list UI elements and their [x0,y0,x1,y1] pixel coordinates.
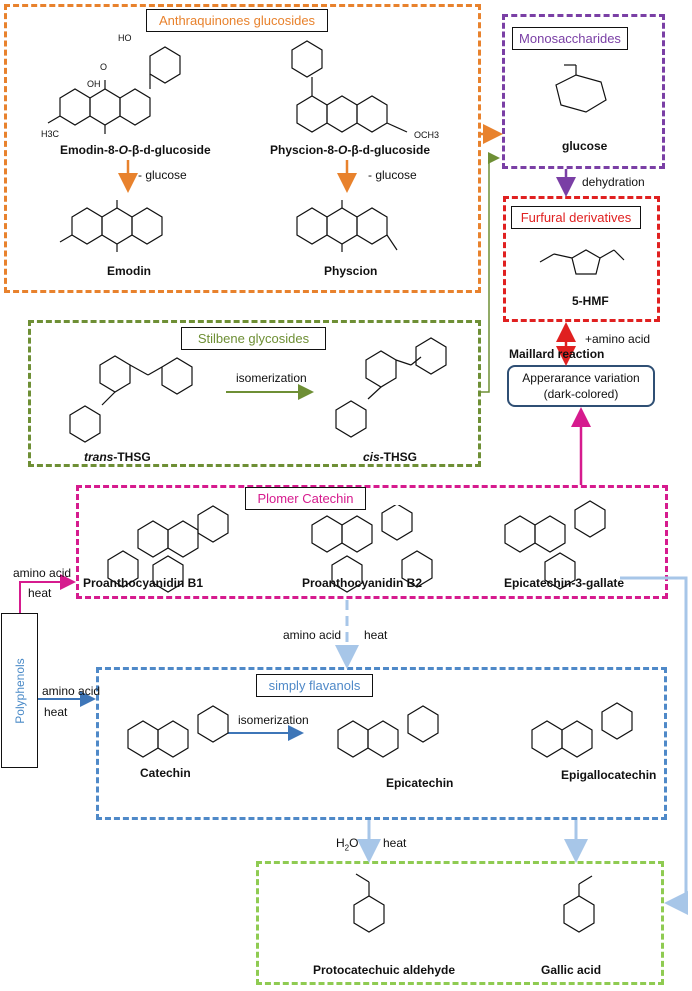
atom-h3c: H3C [41,129,60,139]
amino-acid-middle-label: amino acid [283,628,342,642]
physcion-label: Physcion [324,264,378,278]
egc-structure [531,702,633,758]
physcion-structure [296,200,398,252]
glucose-structure [555,64,607,113]
flavanols-group [96,667,667,820]
amino-acid-maillard-label: +amino acid [585,332,651,346]
flavanols-title: simply flavanols [256,674,373,697]
products-group [256,861,664,985]
protocatechuic-aldehyde-structure [353,873,385,933]
monosaccharides-title: Monosaccharides [512,27,628,50]
emodin-glucoside-label: Emodin-8-O-β-d-glucoside [60,143,211,157]
heat-plomer-label: heat [28,586,52,600]
atom-o: O [100,62,108,72]
monosaccharides-group [502,14,665,169]
trans-thsg-structure [69,355,193,443]
atom-och3: OCH3 [414,130,440,140]
minus-glucose-emodin: - glucose [138,168,187,182]
atom-oh: OH [87,79,101,89]
anthraquinones-group [4,4,481,293]
cis-thsg-label: cis-THSG [363,450,418,464]
ecg-structure [504,500,606,590]
arrow-ecg-to-gallic [620,576,688,915]
epicatechin-label: Epicatechin [386,776,454,790]
ecg-label: Epicatechin-3-gallate [504,576,625,590]
furfural-group [503,196,660,322]
water-label: H2O [336,836,359,853]
catechin-structure [127,705,229,758]
plomer-title: Plomer Catechin [245,487,366,510]
catechin-label: Catechin [140,766,191,780]
physcion-glucoside-structure [291,40,408,133]
gallic-acid-structure [563,875,595,933]
heat-flavanols-label: heat [44,705,68,719]
appearance-line-1: Apperarance variation [522,371,640,385]
anthraquinones-title: Anthraquinones glucosides [146,9,328,32]
atom-ho: HO [118,33,132,43]
isomerization-stilbene-label: isomerization [236,371,307,385]
procyanidin-b2-structure [311,505,433,593]
heat-bottom-label: heat [383,836,407,850]
procyanidin-b1-label: Proanthocyanidin B1 [83,576,204,590]
egc-label: Epigallocatechin [561,768,657,782]
protocatechuic-label: Protocatechuic aldehyde [313,963,456,977]
procyanidin-b2-label: Proanthocyanidin B2 [302,576,423,590]
arrow-polyphenols-to-plomer [19,574,76,613]
hmf-structure [539,249,625,275]
procyanidin-b1-structure [107,505,229,593]
appearance-variation-box: Apperarance variation (dark-colored) [507,365,655,407]
heat-middle-label: heat [364,628,388,642]
emodin-glucoside-structure [47,46,181,134]
connector-stilbene-to-glucose [481,152,500,393]
maillard-label: Maillard reaction [509,347,605,361]
cis-thsg-structure [335,337,447,438]
emodin-structure [59,200,163,252]
amino-acid-plomer-label: amino acid [13,566,72,580]
dehydration-label: dehydration [582,175,645,189]
plomer-catechin-group [76,485,668,599]
amino-acid-flavanols-label: amino acid [42,684,101,698]
appearance-line-2: (dark-colored) [543,387,619,401]
isomerization-catechin-label: isomerization [238,713,309,727]
furfural-title: Furfural derivatives [511,206,641,229]
trans-thsg-label: trans-THSG [84,450,151,464]
polyphenols-box: Polyphenols [1,613,38,768]
stilbene-title: Stilbene glycosides [181,327,326,350]
minus-glucose-physcion: - glucose [368,168,417,182]
hmf-label: 5-HMF [572,294,609,308]
epicatechin-structure [337,705,439,758]
glucose-label: glucose [562,139,608,153]
gallic-acid-label: Gallic acid [541,963,602,977]
physcion-glucoside-label: Physcion-8-O-β-d-glucoside [270,143,431,157]
emodin-label: Emodin [107,264,151,278]
stilbene-group [28,320,481,467]
